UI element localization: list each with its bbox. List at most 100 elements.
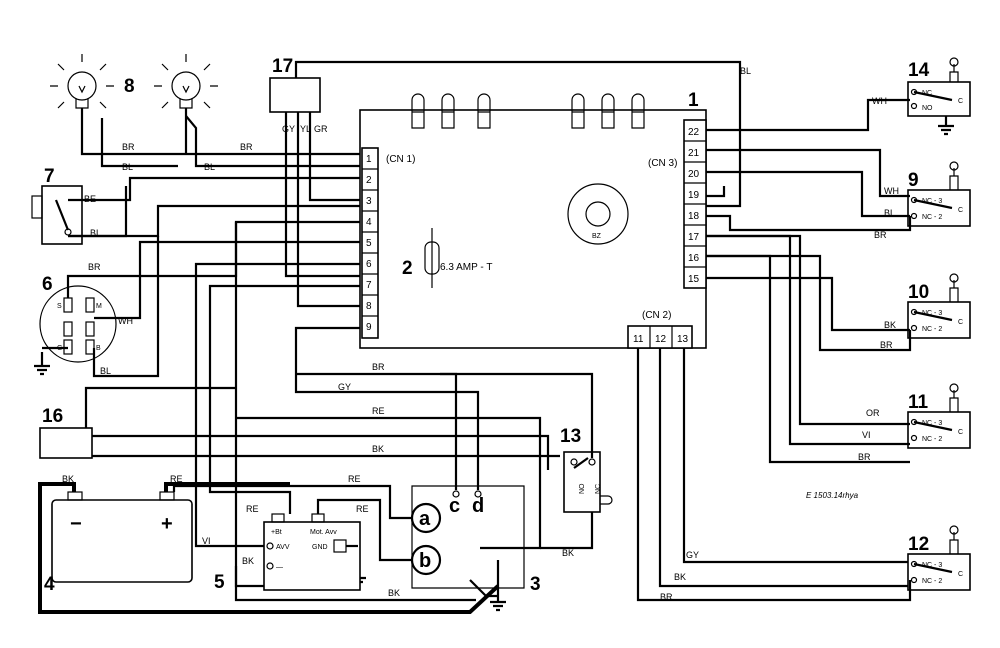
sw11-c: C — [958, 429, 963, 436]
wire-yl-17: YL — [300, 124, 311, 134]
wire-gy-mid: GY — [338, 382, 351, 392]
cn1-pin-8: 8 — [366, 301, 372, 312]
callout-11: 11 — [908, 392, 929, 413]
cn1-pin-1: 1 — [366, 154, 372, 165]
cn3-pin-22: 22 — [688, 127, 700, 138]
wire-wh-key: WH — [118, 316, 133, 326]
cn3-pin-19: 19 — [688, 190, 700, 201]
cn3-connector — [683, 119, 707, 289]
relay-gnd: GND — [312, 544, 328, 551]
switch-7 — [31, 185, 83, 245]
wire-br-sw12: BR — [660, 592, 673, 602]
wire-re-relay: RE — [246, 504, 259, 514]
wire-re-motor: RE — [348, 474, 361, 484]
wire-re-relay2: RE — [356, 504, 369, 514]
cn1-pin-6: 6 — [366, 259, 372, 270]
wire-bk-sw12: BK — [674, 572, 686, 582]
cn2-pin-12: 12 — [655, 334, 667, 345]
cn1-pin-7: 7 — [366, 280, 372, 291]
battery-minus: − — [70, 513, 82, 535]
sw10-nc2: NC - 2 — [922, 326, 942, 333]
cn3-pin-17: 17 — [688, 232, 700, 243]
sw12-nc2: NC - 2 — [922, 578, 942, 585]
callout-2: 2 — [402, 258, 413, 279]
sw12-c: C — [958, 571, 963, 578]
battery — [51, 491, 193, 583]
wire-gy-sw12: GY — [686, 550, 699, 560]
wires — [38, 60, 912, 614]
wire-wh-sw14: WH — [872, 96, 887, 106]
sw14-no: NO — [922, 105, 933, 112]
connector-17 — [269, 77, 321, 113]
wire-be-sw7: BE — [84, 194, 96, 204]
wire-or-sw11: OR — [866, 408, 880, 418]
motor-b: b — [419, 550, 431, 572]
wire-bk-relay: BK — [242, 556, 254, 566]
motor-c: c — [449, 495, 460, 517]
callout-4: 4 — [44, 574, 55, 595]
sw9-nc2: NC - 2 — [922, 214, 942, 221]
callout-16: 16 — [42, 406, 63, 427]
microswitch-11 — [907, 383, 971, 449]
wire-vi-sw11: VI — [862, 430, 871, 440]
callout-12: 12 — [908, 534, 929, 555]
wire-bl-cn1: BL — [204, 162, 215, 172]
lamp-right — [154, 54, 218, 109]
callout-8: 8 — [124, 76, 135, 97]
sw14-nc: NC — [922, 90, 932, 97]
cn3-pin-15: 15 — [688, 274, 700, 285]
sw9-c: C — [958, 207, 963, 214]
callout-17: 17 — [272, 56, 293, 77]
cn2-pin-11: 11 — [633, 334, 644, 345]
callout-9: 9 — [908, 170, 919, 191]
key-switch-6 — [39, 285, 117, 363]
lamp-left — [50, 54, 114, 109]
cn1-pin-9: 9 — [366, 322, 372, 333]
wire-re-mid: RE — [372, 406, 385, 416]
control-unit — [359, 109, 707, 349]
wire-br-cn1: BR — [240, 142, 253, 152]
callout-7: 7 — [44, 166, 55, 187]
motor-d: d — [472, 495, 484, 517]
reference-code: E 1503.14rhya — [806, 491, 859, 500]
wire-bk-sw10: BK — [884, 320, 896, 330]
cn3-pin-21: 21 — [688, 148, 700, 159]
cn3-pin-20: 20 — [688, 169, 700, 180]
key-s-label: S — [57, 303, 62, 310]
wire-bl-lamp: BL — [122, 162, 133, 172]
relay-avv: AVV — [276, 544, 290, 551]
callout-13: 13 — [560, 426, 581, 447]
switch-13 — [563, 451, 613, 513]
wire-br-mid: BR — [372, 362, 385, 372]
buzzer-inner — [585, 201, 611, 227]
relay-bt: +Bt — [271, 529, 282, 536]
sw10-c: C — [958, 319, 963, 326]
cn1-connector — [361, 147, 379, 339]
wire-bk-mid: BK — [372, 444, 384, 454]
relay-bulbs — [411, 93, 645, 129]
wire-bl-sw7: BL — [90, 228, 101, 238]
sw12-nc3: NC - 3 — [922, 562, 942, 569]
cn3-pin-18: 18 — [688, 211, 700, 222]
wire-bl-key: BL — [100, 366, 111, 376]
relay-mot-avv: Mot. Avv — [310, 529, 337, 536]
sw13-no: NO — [579, 483, 586, 494]
cn1-pin-5: 5 — [366, 238, 372, 249]
wire-br-sw9: BR — [874, 230, 887, 240]
wire-br-sw11: BR — [858, 452, 871, 462]
cn1-pin-4: 4 — [366, 217, 372, 228]
cn1-pin-3: 3 — [366, 196, 372, 207]
cn3-label: (CN 3) — [648, 158, 677, 169]
wire-bl-sw9: BL — [884, 208, 895, 218]
sw9-nc3: NC - 3 — [922, 198, 942, 205]
buzzer-label: BZ — [592, 233, 602, 240]
motor-a: a — [419, 508, 431, 530]
callout-10: 10 — [908, 282, 929, 303]
module-16 — [39, 427, 93, 459]
sw11-nc2: NC - 2 — [922, 436, 942, 443]
sw11-nc3: NC - 3 — [922, 420, 942, 427]
fuse — [424, 228, 440, 288]
microswitch-10 — [907, 273, 971, 339]
